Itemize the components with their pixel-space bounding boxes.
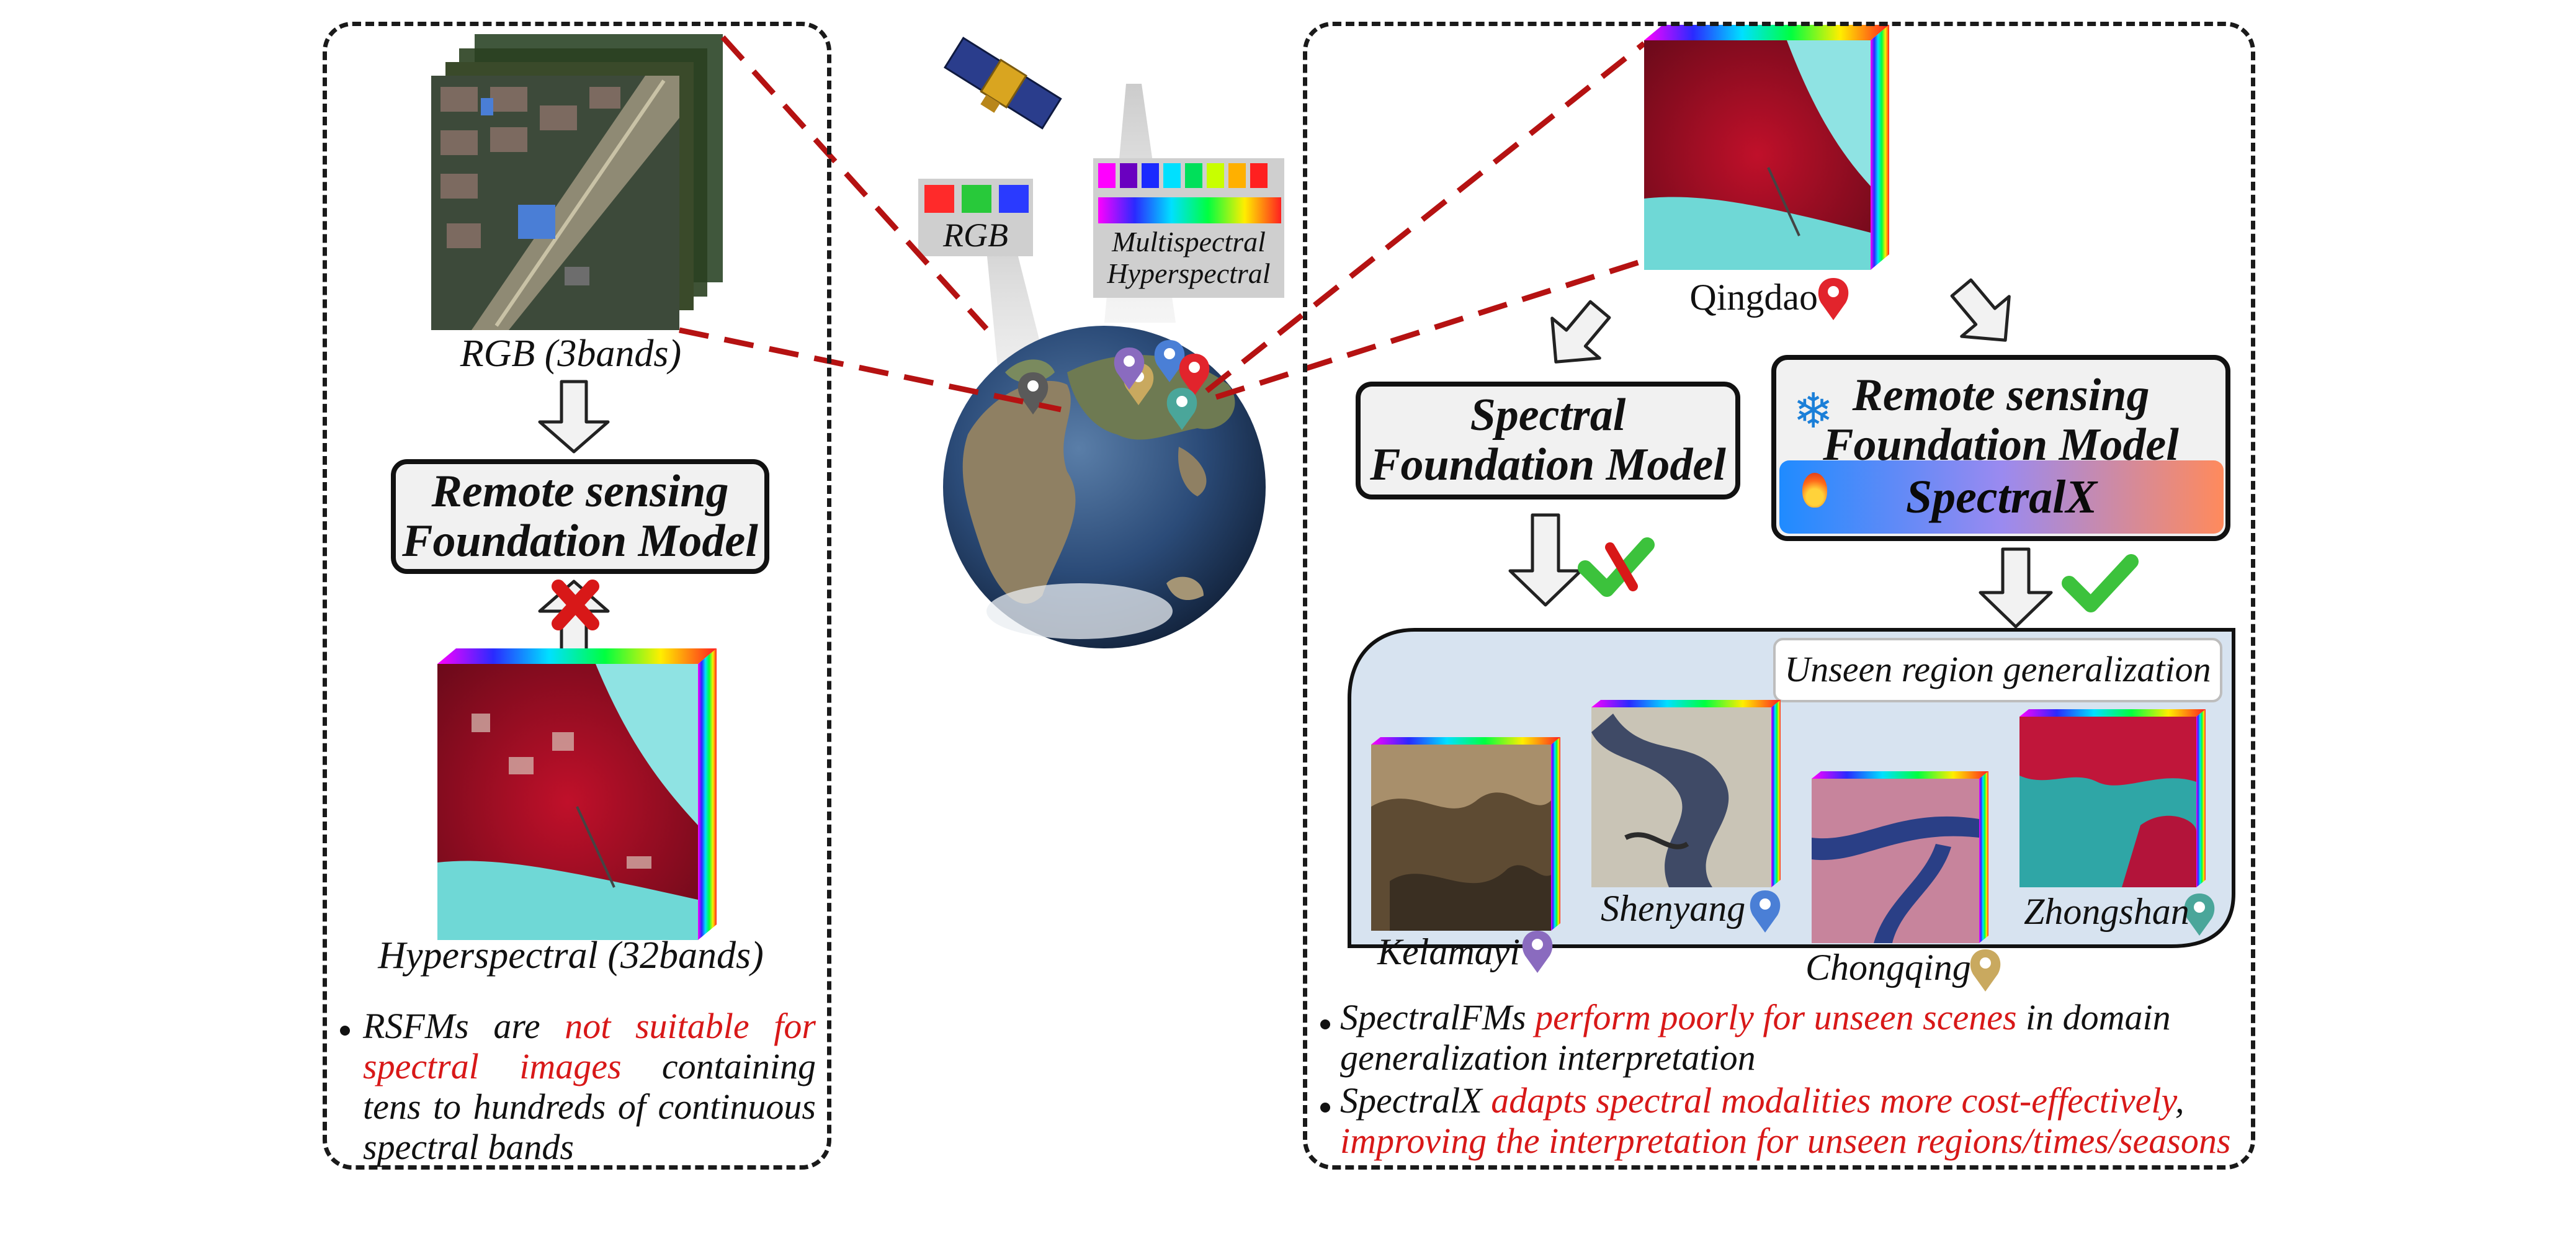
rs-model-title-line1: Remote sensing bbox=[431, 465, 729, 517]
hyperspectral-caption: Hyperspectral (32bands) bbox=[378, 934, 764, 977]
hyperspectral-cube-left bbox=[437, 648, 717, 940]
note-highlight: perform poorly for unseen scenes bbox=[1535, 997, 2017, 1037]
rgb-bands-chip bbox=[918, 179, 1033, 256]
left-note: RSFMs are not suitable for spectral imag… bbox=[363, 1006, 816, 1168]
location-pin-icon bbox=[1179, 354, 1210, 396]
down-arrow-icon bbox=[1550, 300, 1611, 364]
left-panel bbox=[323, 22, 831, 1170]
snowflake-icon: ❄ bbox=[1793, 383, 1834, 439]
check-icon bbox=[1578, 537, 1655, 597]
location-pin-icon bbox=[1750, 890, 1781, 933]
multispectral-label-line2: Hyperspectral bbox=[1107, 257, 1271, 289]
note-text: in domain generalization interpretation bbox=[1340, 997, 2171, 1078]
note-highlight: not suitable for spectral images bbox=[363, 1006, 816, 1086]
note-text: RSFMs are bbox=[363, 1006, 565, 1046]
bullet bbox=[1320, 1103, 1330, 1113]
shenyang-tile bbox=[1591, 700, 1781, 887]
multispectral-label-line1: Multispectral bbox=[1112, 226, 1266, 258]
city-shenyang: Shenyang bbox=[1601, 888, 1746, 929]
chongqing-tile bbox=[1812, 771, 1988, 943]
rgb-image-stack bbox=[431, 34, 723, 330]
location-pin-icon bbox=[1114, 347, 1145, 390]
rgb-label: RGB bbox=[943, 217, 1008, 254]
cross-icon bbox=[552, 580, 599, 630]
unseen-title: Unseen region generalization bbox=[1784, 649, 2211, 689]
right-panel bbox=[1303, 22, 2255, 1170]
location-pin-icon bbox=[2184, 893, 2215, 936]
dashed-connectors bbox=[679, 35, 1646, 413]
rgb-caption: RGB (3bands) bbox=[460, 333, 682, 375]
bullet bbox=[1320, 1019, 1330, 1029]
location-pin-icon bbox=[1154, 340, 1185, 382]
check-icon bbox=[2062, 554, 2139, 612]
right-note-2: SpectralX adapts spectral modalities mor… bbox=[1340, 1080, 2234, 1162]
unseen-region-area bbox=[1348, 628, 2235, 948]
spectralx-bar: SpectralX bbox=[1779, 460, 2224, 534]
right-note-1: SpectralFMs perform poorly for unseen sc… bbox=[1340, 997, 2221, 1078]
spectral-foundation-model-box: Spectral Foundation Model bbox=[1356, 382, 1740, 499]
note-text: containing tens to hundreds of continuou… bbox=[363, 1046, 816, 1167]
cross-stroke-icon bbox=[1605, 542, 1638, 591]
down-arrow-icon bbox=[1950, 278, 2011, 342]
city-zhongshan: Zhongshan bbox=[2024, 891, 2189, 932]
spectralx-label: SpectralX bbox=[1905, 470, 2098, 523]
location-pin-icon bbox=[1522, 931, 1553, 973]
down-arrow-icon bbox=[1508, 513, 1583, 607]
zhongshan-tile bbox=[2019, 709, 2206, 887]
location-pin-icon bbox=[1166, 388, 1197, 430]
satellite-icon bbox=[944, 37, 1062, 130]
spectral-fm-line2: Foundation Model bbox=[1370, 439, 1726, 490]
multispectral-label: Multispectral Hyperspectral bbox=[1093, 226, 1284, 289]
down-arrow-icon bbox=[538, 380, 610, 454]
note-text: SpectralFMs bbox=[1340, 997, 1536, 1037]
rs-foundation-model-box-left: Remote sensing Foundation Model bbox=[391, 459, 769, 574]
source-city-label: Qingdao bbox=[1689, 277, 1818, 318]
down-arrow-icon bbox=[1979, 547, 2053, 629]
bullet bbox=[340, 1026, 350, 1036]
city-chongqing: Chongqing bbox=[1805, 947, 1971, 988]
fire-icon bbox=[1802, 473, 1827, 508]
kelamayi-tile bbox=[1371, 737, 1560, 931]
note-text: , bbox=[2175, 1080, 2185, 1121]
unseen-title-box bbox=[1773, 638, 2222, 702]
rs-model-title-line2: Foundation Model bbox=[402, 515, 758, 566]
location-pin-icon bbox=[1818, 278, 1849, 320]
qingdao-cube bbox=[1644, 25, 1889, 270]
location-pin-icon bbox=[1970, 949, 2001, 992]
spectral-fm-line1: Spectral bbox=[1470, 390, 1626, 441]
note-highlight: improving the interpretation for unseen … bbox=[1340, 1120, 2231, 1161]
city-kelamayi: Kelamayi bbox=[1377, 931, 1520, 972]
note-highlight: adapts spectral modalities more cost-eff… bbox=[1491, 1080, 2176, 1121]
globe-icon bbox=[943, 326, 1266, 648]
note-text: SpectralX bbox=[1340, 1080, 1491, 1121]
multispectral-bands-chip bbox=[1093, 158, 1284, 298]
rs-fm-right-line1: Remote sensing bbox=[1852, 370, 2150, 421]
